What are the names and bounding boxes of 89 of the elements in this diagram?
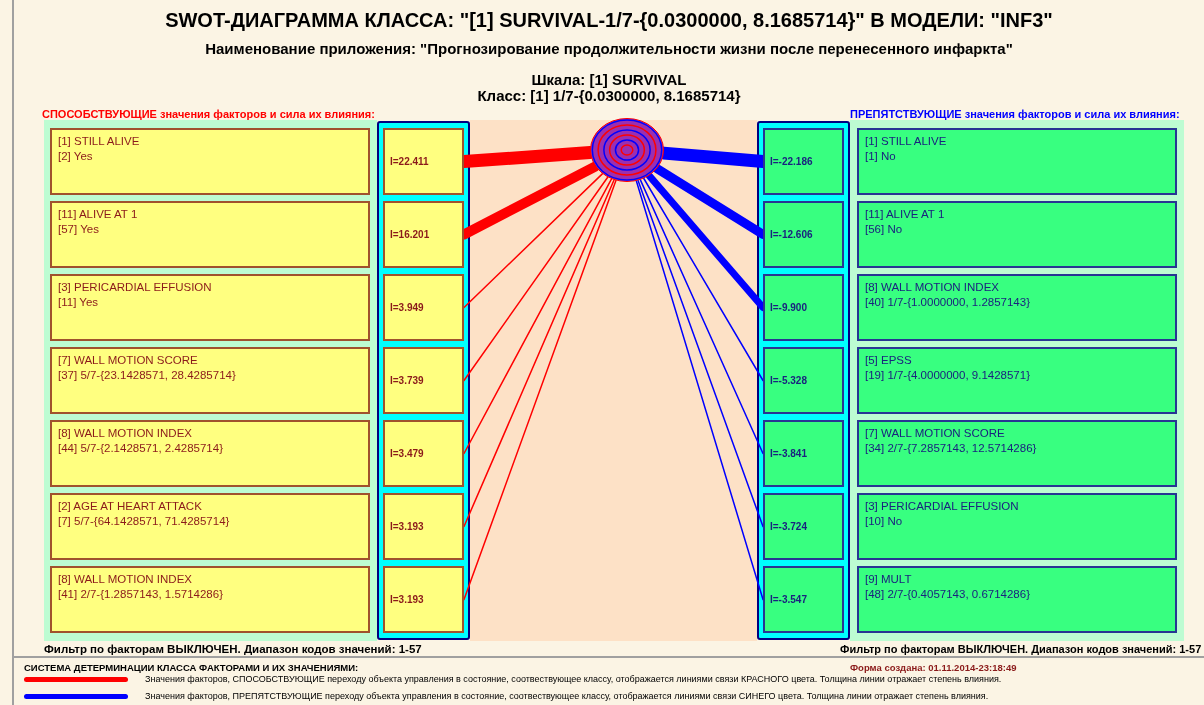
factor-name: [1] STILL ALIVE xyxy=(58,134,141,149)
value-box xyxy=(383,566,464,633)
influence-value: I=-3.547 xyxy=(770,593,807,607)
factor-box xyxy=(50,347,370,414)
factor-value: [37] 5/7-{23.1428571, 28.4285714} xyxy=(58,368,237,383)
factor-name: [8] WALL MOTION INDEX xyxy=(865,280,1000,295)
section-heading: ПРЕПЯТСТВУЮЩИЕ значения факторов и сила их влияния: xyxy=(850,107,1180,122)
factor-name: [2] AGE AT HEART ATTACK xyxy=(58,499,203,514)
influence-value: I=22.411 xyxy=(390,155,429,169)
factor-name: [5] EPSS xyxy=(865,353,913,368)
factor-name: [8] WALL MOTION INDEX xyxy=(58,426,193,441)
connector-line xyxy=(635,180,764,601)
legend-text: Значения факторов, СПОСОБСТВУЮЩИЕ переходу объекта управления в состояние, соотвествующее классу, отображается линиями связи КРАСНОГО цвета. Толщина линии отражает степень влияния. xyxy=(145,673,1002,686)
factor-box xyxy=(50,566,370,633)
value-box xyxy=(763,493,844,560)
value-box xyxy=(763,128,844,195)
factor-box xyxy=(50,420,370,487)
connector-line xyxy=(637,179,764,528)
creation-date: Форма создана: 01.11.2014-23:18:49 xyxy=(850,661,1017,675)
class-circle xyxy=(590,118,664,182)
filter-note: Фильтр по факторам ВЫКЛЮЧЕН. Диапазон кодов значений: 1-57 xyxy=(44,642,422,657)
influence-value: I=3.949 xyxy=(390,301,424,315)
influence-value: I=3.193 xyxy=(390,520,424,534)
factor-box xyxy=(857,128,1177,195)
influence-value: I=-3.724 xyxy=(770,520,807,534)
factor-box xyxy=(857,201,1177,268)
value-box xyxy=(763,420,844,487)
influence-value: I=-5.328 xyxy=(770,374,807,388)
value-box xyxy=(763,566,844,633)
influence-value: I=3.193 xyxy=(390,593,424,607)
factor-name: [11] ALIVE AT 1 xyxy=(865,207,946,222)
factor-value: [56] No xyxy=(865,222,904,237)
value-box xyxy=(383,493,464,560)
factor-box xyxy=(857,493,1177,560)
factor-value: [10] No xyxy=(865,514,904,529)
factor-name: [3] PERICARDIAL EFFUSION xyxy=(58,280,213,295)
influence-value: I=16.201 xyxy=(390,228,430,242)
section-heading: СПОСОБСТВУЮЩИЕ значения факторов и сила их влияния: xyxy=(42,107,375,122)
factor-box xyxy=(857,274,1177,341)
value-box xyxy=(383,201,464,268)
connector-line xyxy=(463,173,604,309)
factor-value: [7] 5/7-{64.1428571, 71.4285714} xyxy=(58,514,231,529)
factor-name: [9] MULT xyxy=(865,572,913,587)
subtitle: Наименование приложения: "Прогнозирование продолжительности жизни после перенесенного инфаркта" xyxy=(204,39,1014,59)
factor-value: [44] 5/7-{2.1428571, 2.4285714} xyxy=(58,441,224,456)
factor-box xyxy=(50,128,370,195)
factor-value: [1] No xyxy=(865,149,897,164)
factor-name: [1] STILL ALIVE xyxy=(865,134,948,149)
influence-value: I=-22.186 xyxy=(770,155,813,169)
factor-value: [48] 2/7-{0.4057143, 0.6714286} xyxy=(865,587,1031,602)
factor-name: [7] WALL MOTION SCORE xyxy=(865,426,1006,441)
factor-value: [40] 1/7-{1.0000000, 1.2857143} xyxy=(865,295,1031,310)
factor-box xyxy=(857,566,1177,633)
value-box xyxy=(383,274,464,341)
factor-value: [34] 2/7-{7.2857143, 12.5714286} xyxy=(865,441,1038,456)
connector-line xyxy=(643,177,764,382)
value-box xyxy=(383,420,464,487)
factor-value: [57] Yes xyxy=(58,222,100,237)
factor-name: [7] WALL MOTION SCORE xyxy=(58,353,199,368)
connector-line xyxy=(463,176,609,382)
value-box xyxy=(763,274,844,341)
factor-value: [11] Yes xyxy=(58,295,100,310)
factor-box xyxy=(50,201,370,268)
factor-name: [11] ALIVE AT 1 xyxy=(58,207,139,222)
factor-box xyxy=(50,274,370,341)
influence-value: I=3.739 xyxy=(390,374,424,388)
influence-value: I=-9.900 xyxy=(770,301,807,315)
factor-name: [3] PERICARDIAL EFFUSION xyxy=(865,499,1020,514)
value-box xyxy=(383,128,464,195)
factor-value: [19] 1/7-{4.0000000, 9.1428571} xyxy=(865,368,1031,383)
factor-box xyxy=(857,420,1177,487)
connector-line xyxy=(639,179,764,455)
influence-value: I=-3.841 xyxy=(770,447,807,461)
class-label: Класс: [1] 1/7-{0.0300000, 8.1685714} xyxy=(476,88,742,104)
factor-box xyxy=(857,347,1177,414)
legend-text: Значения факторов, ПРЕПЯТСТВУЮЩИЕ переходу объекта управления в состояние, соотвествующее классу, отображается линиями связи СИНЕГО цвета. Толщина линии отражает степень влияния. xyxy=(145,690,989,703)
factor-value: [2] Yes xyxy=(58,149,94,164)
factor-name: [8] WALL MOTION INDEX xyxy=(58,572,193,587)
scale-label: Шкала: [1] SURVIVAL xyxy=(530,72,688,88)
value-box xyxy=(763,201,844,268)
influence-value: I=3.479 xyxy=(390,447,424,461)
factor-box xyxy=(50,493,370,560)
legend-heading: СИСТЕМА ДЕТЕРМИНАЦИИ КЛАССА ФАКТОРАМИ И ИХ ЗНАЧЕНИЯМИ: xyxy=(24,661,359,675)
title: SWOT-ДИАГРАММА КЛАССА: "[1] SURVIVAL-1/7-{0.0300000, 8.1685714}" В МОДЕЛИ: "INF3" xyxy=(164,8,1054,33)
value-box xyxy=(763,347,844,414)
influence-value: I=-12.606 xyxy=(770,228,813,242)
filter-note: Фильтр по факторам ВЫКЛЮЧЕН. Диапазон кодов значений: 1-57 xyxy=(840,642,1202,657)
factor-value: [41] 2/7-{1.2857143, 1.5714286} xyxy=(58,587,224,602)
value-box xyxy=(383,347,464,414)
